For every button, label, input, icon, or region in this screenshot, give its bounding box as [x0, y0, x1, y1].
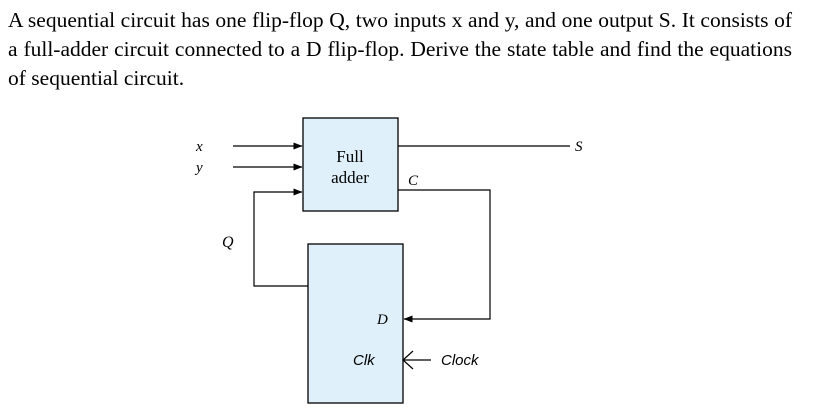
- full-adder-label-line2: adder: [331, 168, 369, 187]
- clock-edge-indicator: [402, 350, 414, 370]
- full-adder-label-line1: Full: [336, 147, 364, 166]
- sum-output-label: S: [575, 139, 583, 155]
- input-x-label: x: [195, 139, 203, 155]
- carry-to-d-wire: [398, 189, 491, 323]
- clock-label: Clock: [441, 352, 480, 369]
- d-input-label: D: [376, 312, 388, 328]
- input-y-label: y: [194, 160, 203, 176]
- flip-flop-block: [307, 243, 404, 404]
- carry-label: C: [408, 173, 419, 189]
- clk-input-label: Clk: [353, 352, 376, 369]
- q-feedback-wire: [253, 188, 308, 287]
- full-adder-block: [302, 117, 399, 212]
- q-label: Q: [222, 234, 234, 251]
- question-text: A sequential circuit has one flip-flop Q…: [8, 8, 792, 90]
